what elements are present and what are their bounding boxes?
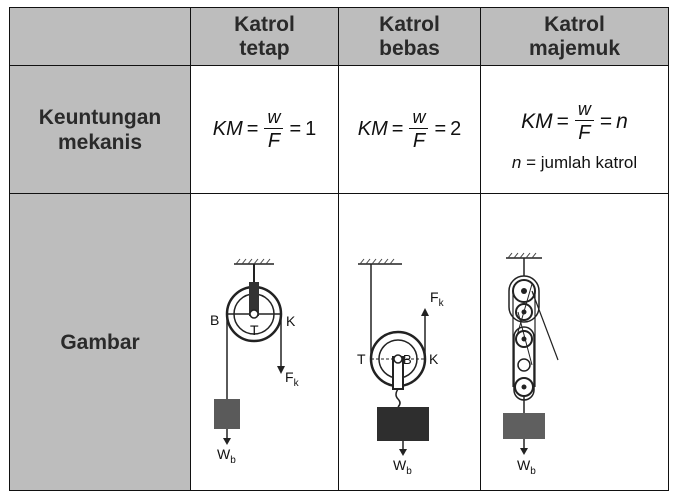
note-jumlah-katrol: n = jumlah katrol bbox=[511, 153, 638, 172]
pulley-bracket bbox=[248, 282, 259, 316]
diagram-katrol-majemuk: Wb bbox=[480, 193, 669, 491]
label-B: B bbox=[210, 312, 219, 328]
label-weight: Wb bbox=[393, 457, 412, 477]
header-empty-cell bbox=[9, 7, 191, 66]
label-K: K bbox=[286, 313, 296, 329]
label-force: Fk bbox=[285, 369, 300, 389]
label-T: T bbox=[250, 322, 259, 338]
label-K: K bbox=[429, 351, 439, 367]
load-weight bbox=[502, 413, 545, 439]
movable-pulley-diagram: Fk T B K Wb bbox=[357, 258, 445, 477]
row-label-gambar: Gambar bbox=[9, 193, 191, 491]
diagram-katrol-tetap: B T K Fk Wb bbox=[190, 193, 339, 491]
fixed-pulley-diagram: B T K Fk Wb bbox=[210, 258, 300, 466]
compound-pulley-diagram: Wb bbox=[502, 252, 559, 477]
load-weight bbox=[376, 407, 429, 441]
label-weight: Wb bbox=[517, 457, 536, 477]
label-force: Fk bbox=[430, 289, 445, 309]
label-T: T bbox=[357, 351, 366, 367]
diagram-katrol-bebas: Fk T B K Wb bbox=[338, 193, 481, 491]
label-B: B bbox=[403, 352, 412, 367]
load-weight bbox=[213, 399, 240, 429]
label-weight: Wb bbox=[217, 446, 236, 466]
